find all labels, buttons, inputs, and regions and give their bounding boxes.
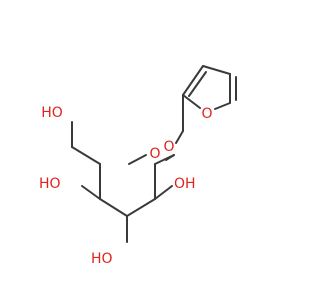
bond-furan-c5-o	[214, 102, 231, 110]
bond-c5-c6	[71, 146, 101, 165]
atom-labels: HO O O O HO OH HO	[39, 105, 213, 267]
bond-furan-o-c2	[182, 94, 201, 109]
bond-furan-c3-c4	[202, 65, 231, 75]
bonds	[71, 65, 237, 243]
bond-c2-oh	[154, 185, 173, 200]
ether-oxygen-label: O	[163, 139, 174, 155]
bond-c5-o5	[128, 154, 147, 165]
molecule-diagram: HO O O O HO OH HO	[39, 65, 237, 267]
ring-oxygen-label: O	[149, 146, 160, 162]
bond-furan-c2-c3-double	[188, 71, 207, 97]
furan-oxygen-label: O	[201, 106, 212, 122]
bond-c2-c3	[126, 198, 156, 217]
hydroxyl-left-label: HO	[39, 176, 61, 192]
bond-c3-c4	[99, 198, 128, 217]
bond-furan-c2-c3	[182, 65, 204, 96]
hydroxyl-right-label: OH	[174, 176, 196, 192]
bond-c1-o	[154, 154, 175, 165]
hydroxyl-bottom-label: HO	[91, 251, 113, 267]
bond-o-ch2	[175, 130, 184, 144]
bond-c4-oh	[81, 185, 101, 200]
hydroxymethyl-oh-label: HO	[41, 105, 63, 121]
